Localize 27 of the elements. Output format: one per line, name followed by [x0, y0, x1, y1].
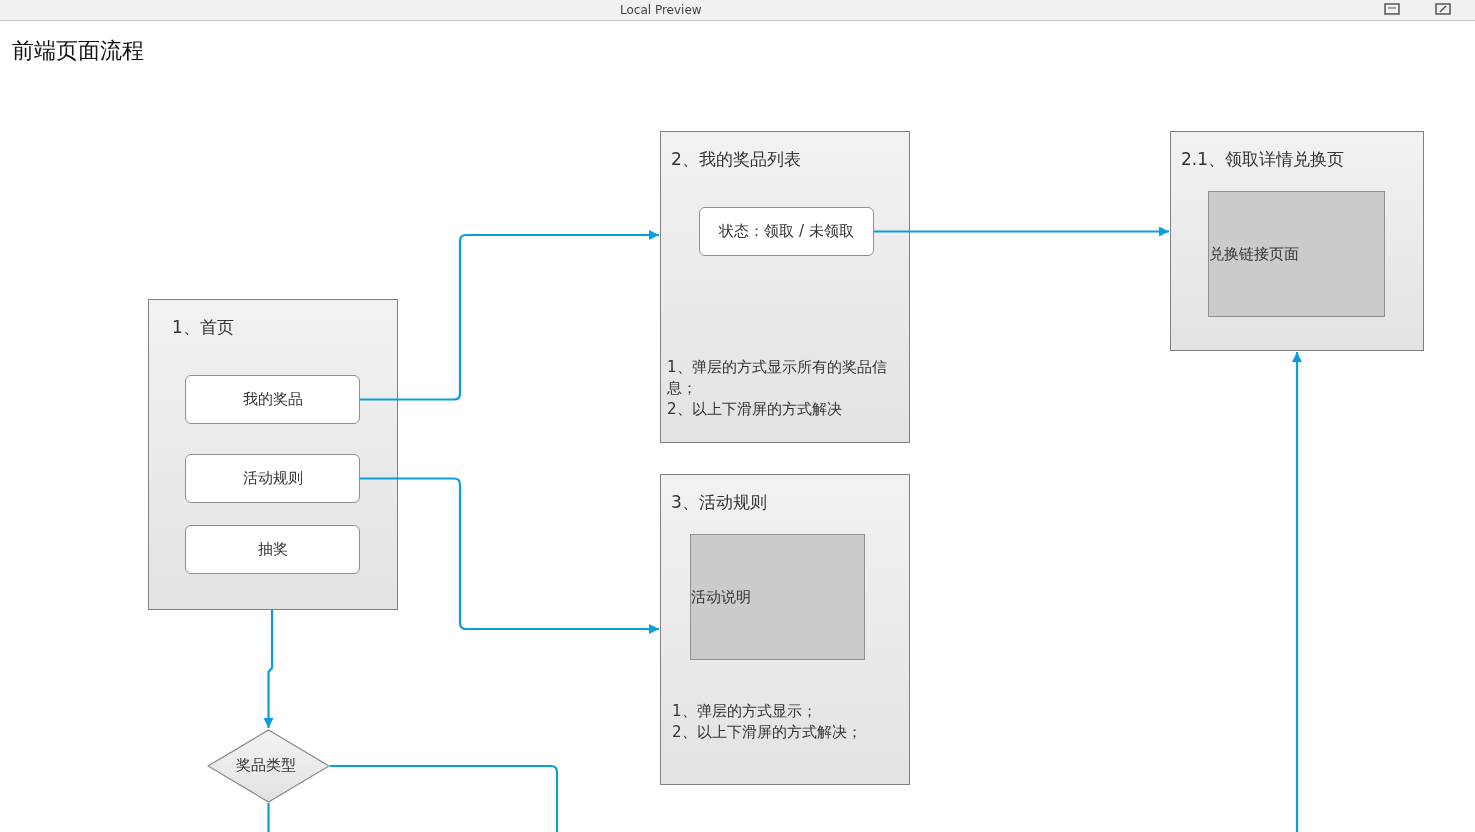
menu-button: 状态：领取 / 未领取 [699, 207, 874, 256]
page-frame [1170, 131, 1424, 351]
menu-button: 我的奖品 [185, 375, 360, 424]
arrow [1292, 352, 1302, 832]
page-frame [660, 131, 910, 443]
frame-heading: 1、首页 [172, 316, 234, 339]
description-text: 1、弹层的方式显示； 2、以上下滑屏的方式解决； [672, 701, 863, 743]
connector-line [267, 803, 270, 832]
menu-button: 抽奖 [185, 525, 360, 574]
window-title: Local Preview [620, 3, 702, 17]
page-frame [660, 474, 910, 785]
description-text: 1、弹层的方式显示所有的奖品信息； 2、以上下滑屏的方式解决 [667, 357, 888, 420]
diamond-label: 奖品类型 [236, 756, 296, 775]
arrow [360, 477, 659, 634]
content-panel: 兑换链接页面 [1208, 191, 1385, 317]
arrow [874, 226, 1169, 237]
arrow [263, 610, 274, 728]
menu-button: 活动规则 [185, 454, 360, 503]
decision-diamond [207, 729, 330, 803]
connector-line [330, 764, 559, 832]
content-panel: 活动说明 [690, 534, 865, 660]
page-frame [148, 299, 398, 610]
page-title: 前端页面流程 [12, 37, 144, 65]
frame-heading: 2.1、领取详情兑换页 [1181, 148, 1345, 171]
frame-heading: 3、活动规则 [671, 491, 767, 514]
arrow [360, 230, 659, 401]
frame-heading: 2、我的奖品列表 [671, 148, 801, 171]
